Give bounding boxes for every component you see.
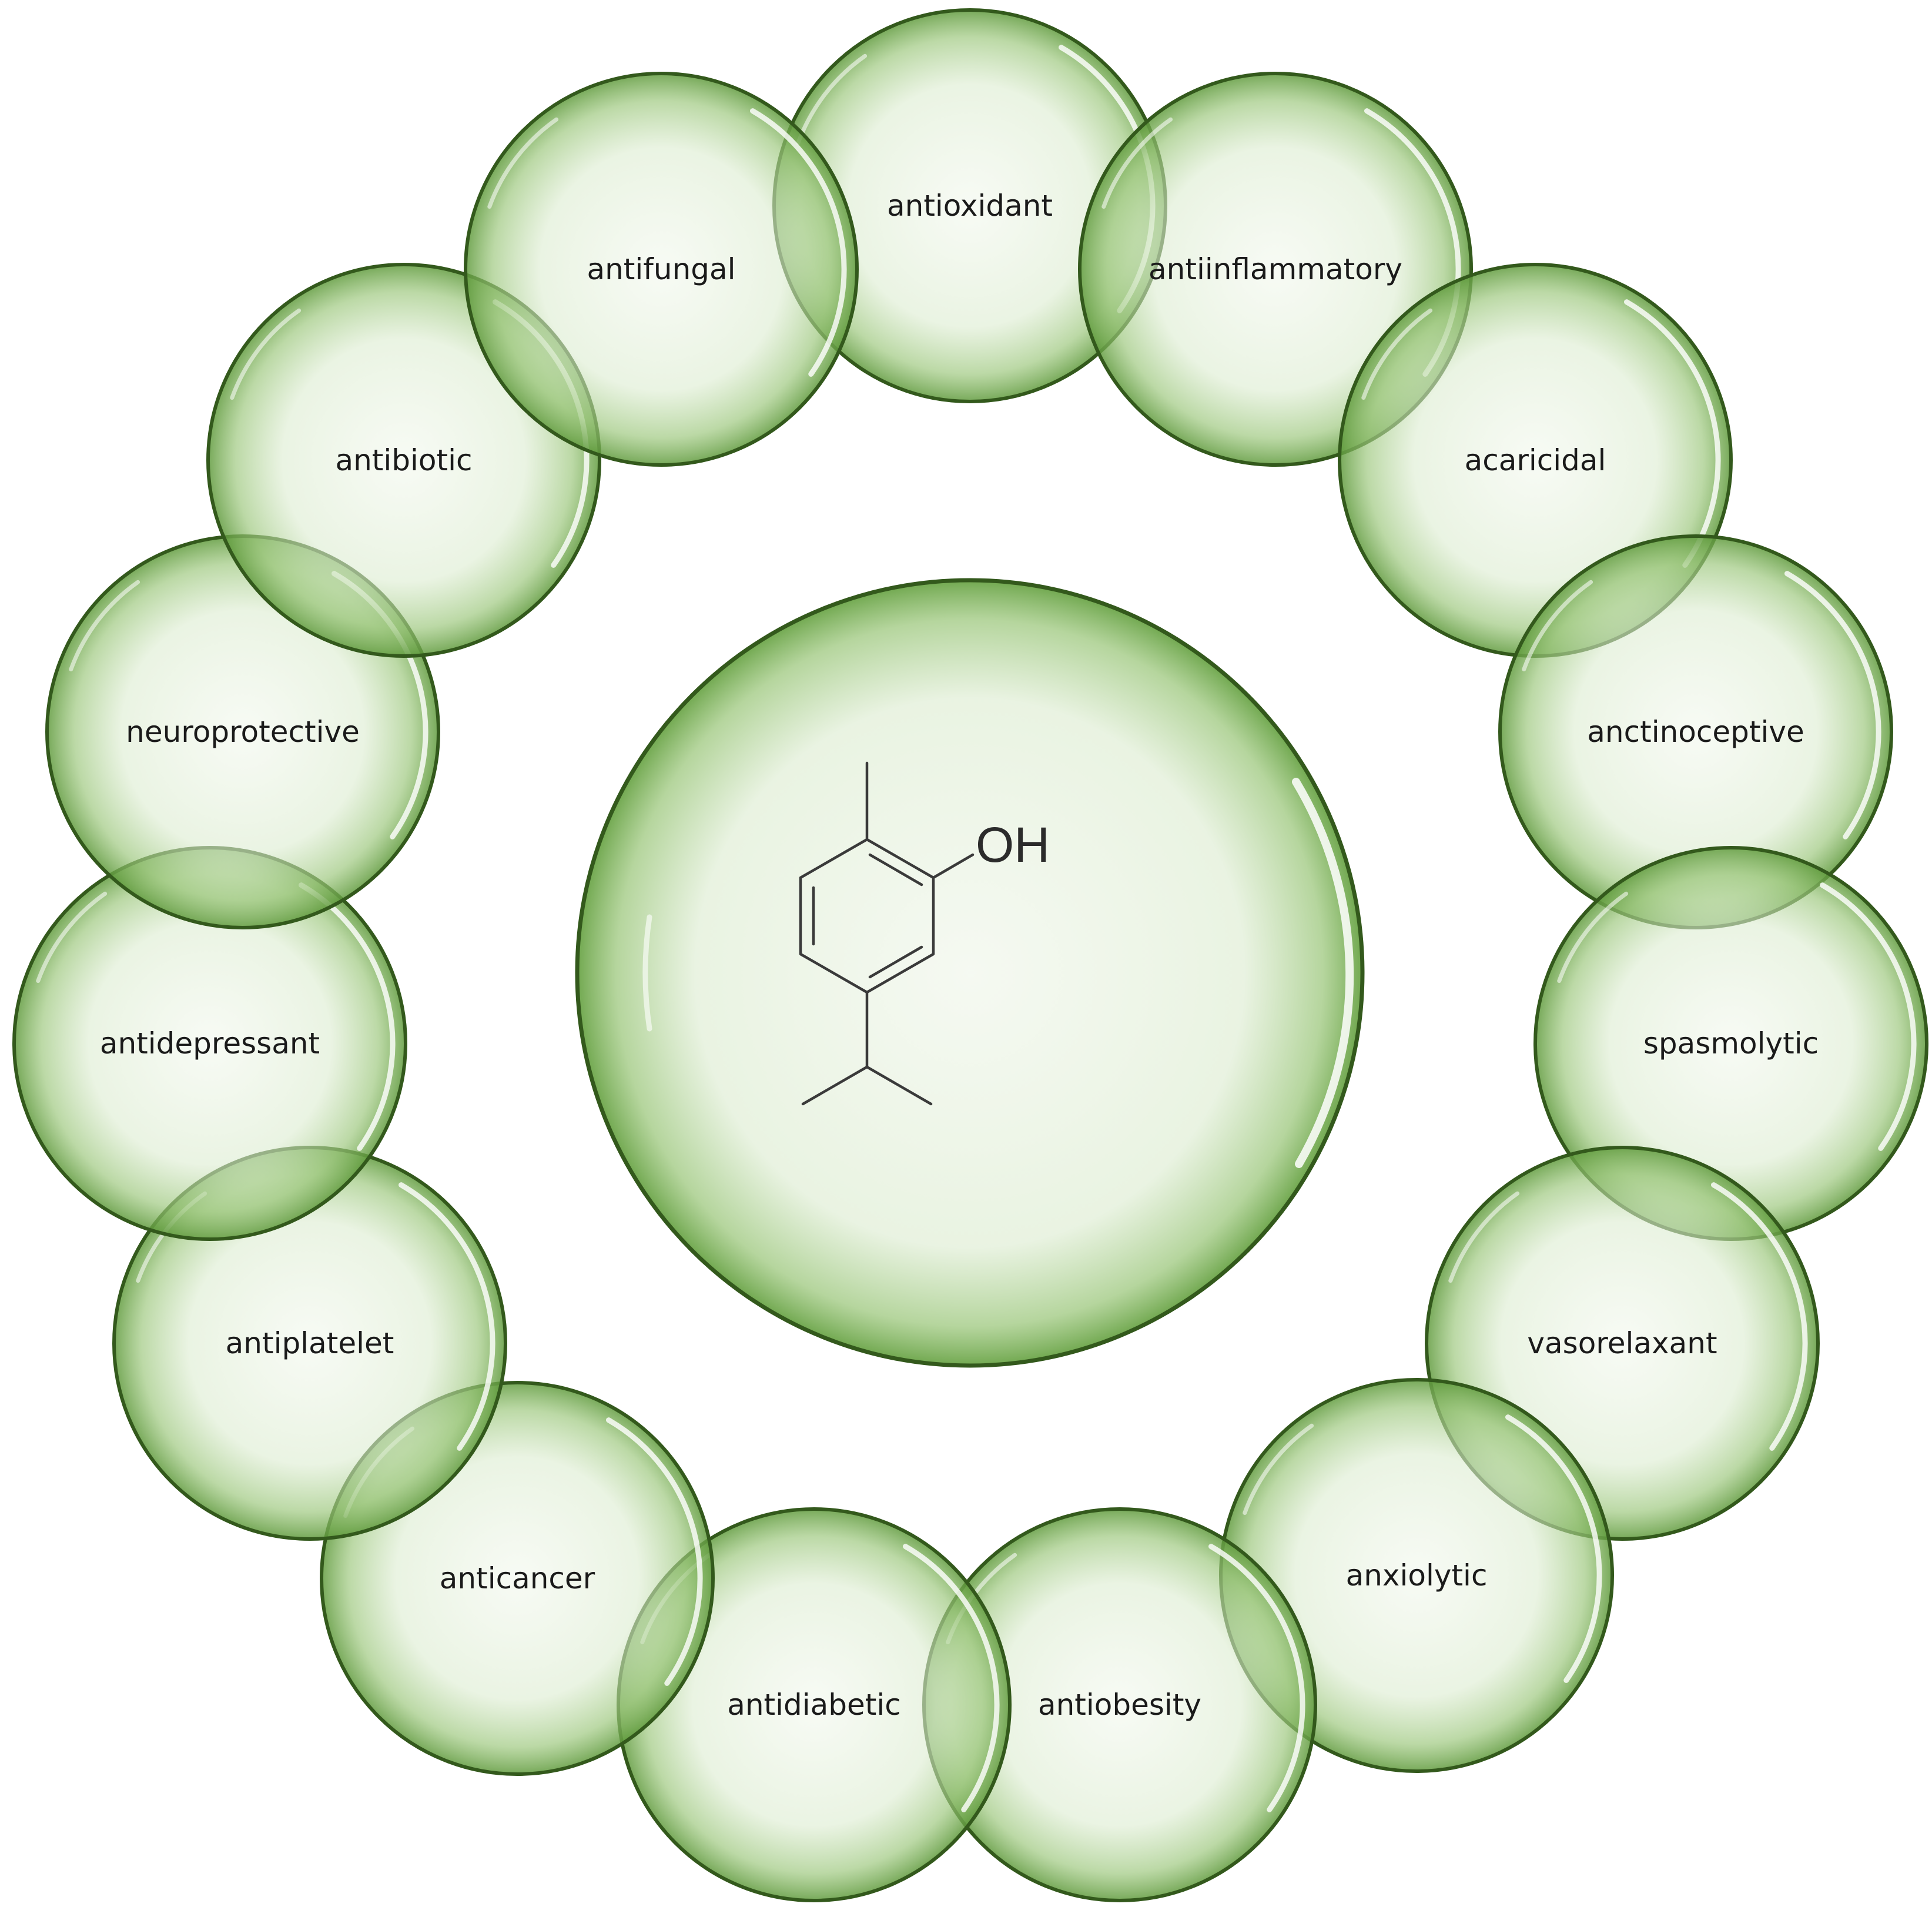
activity-label-antiobesity: antiobesity bbox=[1038, 1688, 1201, 1722]
center-bubble-circle bbox=[575, 578, 1365, 1368]
activity-bubble-anctinoceptive: anctinoceptive bbox=[1498, 534, 1893, 929]
activity-bubble-antiplatelet: antiplatelet bbox=[112, 1146, 507, 1541]
activity-label-antibiotic: antibiotic bbox=[335, 443, 472, 477]
activity-bubble-highlight bbox=[750, 108, 847, 377]
activity-bubble-highlight bbox=[1711, 1182, 1808, 1451]
activity-bubble-highlight-small bbox=[796, 53, 868, 146]
activity-bubble-highlight bbox=[1505, 1414, 1602, 1683]
activity-label-antiplatelet: antiplatelet bbox=[226, 1326, 394, 1360]
activity-bubble-highlight-small bbox=[36, 891, 108, 983]
activity-bubble-antifungal: antifungal bbox=[464, 72, 859, 467]
activity-label-antidiabetic: antidiabetic bbox=[727, 1688, 901, 1722]
thymol-structure: OH bbox=[799, 761, 1050, 1106]
activity-label-antioxidant: antioxidant bbox=[887, 189, 1053, 223]
activity-bubble-highlight bbox=[399, 1182, 495, 1451]
activity-bubble-highlight bbox=[299, 882, 396, 1151]
activity-bubble-highlight bbox=[903, 1544, 1000, 1812]
center-bubble: OH bbox=[575, 578, 1365, 1368]
activity-bubble-highlight-small bbox=[1557, 891, 1629, 983]
activity-bubble-circle bbox=[464, 72, 859, 467]
activity-bubble-highlight bbox=[1208, 1544, 1305, 1812]
center-bubble-highlight-left bbox=[642, 914, 652, 1032]
activity-bubble-highlight-small bbox=[487, 117, 559, 209]
activity-bubble-highlight-small bbox=[1101, 117, 1173, 209]
activity-label-acaricidal: acaricidal bbox=[1465, 443, 1606, 477]
activity-bubble-highlight-small bbox=[1448, 1191, 1520, 1283]
double-bond-lower-right bbox=[868, 945, 923, 979]
isopropyl-left-methyl bbox=[801, 1065, 869, 1106]
activity-bubble-highlight-small bbox=[1361, 308, 1433, 400]
activity-ring: antioxidant antiinflammatory acaricidal anc… bbox=[12, 8, 1928, 1902]
activity-bubble-highlight bbox=[1624, 299, 1721, 568]
double-bond-upper-right bbox=[868, 853, 923, 886]
isopropyl-right-methyl bbox=[865, 1065, 933, 1106]
activity-bubble-highlight-small bbox=[1243, 1423, 1314, 1515]
center-bubble-highlight-right bbox=[1292, 778, 1354, 1168]
activity-label-vasorelaxant: vasorelaxant bbox=[1527, 1326, 1717, 1360]
activity-label-neuroprotective: neuroprotective bbox=[126, 715, 360, 749]
activity-bubble-highlight-small bbox=[1522, 580, 1593, 672]
activity-label-anxiolytic: anxiolytic bbox=[1346, 1558, 1488, 1593]
activity-label-antifungal: antifungal bbox=[587, 252, 735, 286]
activity-bubble-highlight-small bbox=[69, 580, 140, 672]
activity-bubble-highlight bbox=[1784, 571, 1881, 839]
activity-label-anctinoceptive: anctinoceptive bbox=[1587, 715, 1804, 749]
activity-label-antidepressant: antidepressant bbox=[100, 1026, 320, 1060]
activity-bubble-highlight-small bbox=[230, 308, 302, 400]
activity-label-spasmolytic: spasmolytic bbox=[1643, 1026, 1819, 1060]
activity-bubble-highlight bbox=[1820, 882, 1917, 1151]
activity-bubble-anxiolytic: anxiolytic bbox=[1219, 1378, 1614, 1773]
activity-bubble-highlight bbox=[606, 1417, 703, 1686]
activity-label-antiinflammatory: antiinflammatory bbox=[1149, 252, 1402, 286]
hydroxyl-bond bbox=[932, 853, 975, 879]
activity-bubble-antidepressant: antidepressant bbox=[12, 846, 407, 1241]
activity-label-anticancer: anticancer bbox=[440, 1561, 595, 1595]
hydroxyl-label: OH bbox=[976, 817, 1050, 872]
